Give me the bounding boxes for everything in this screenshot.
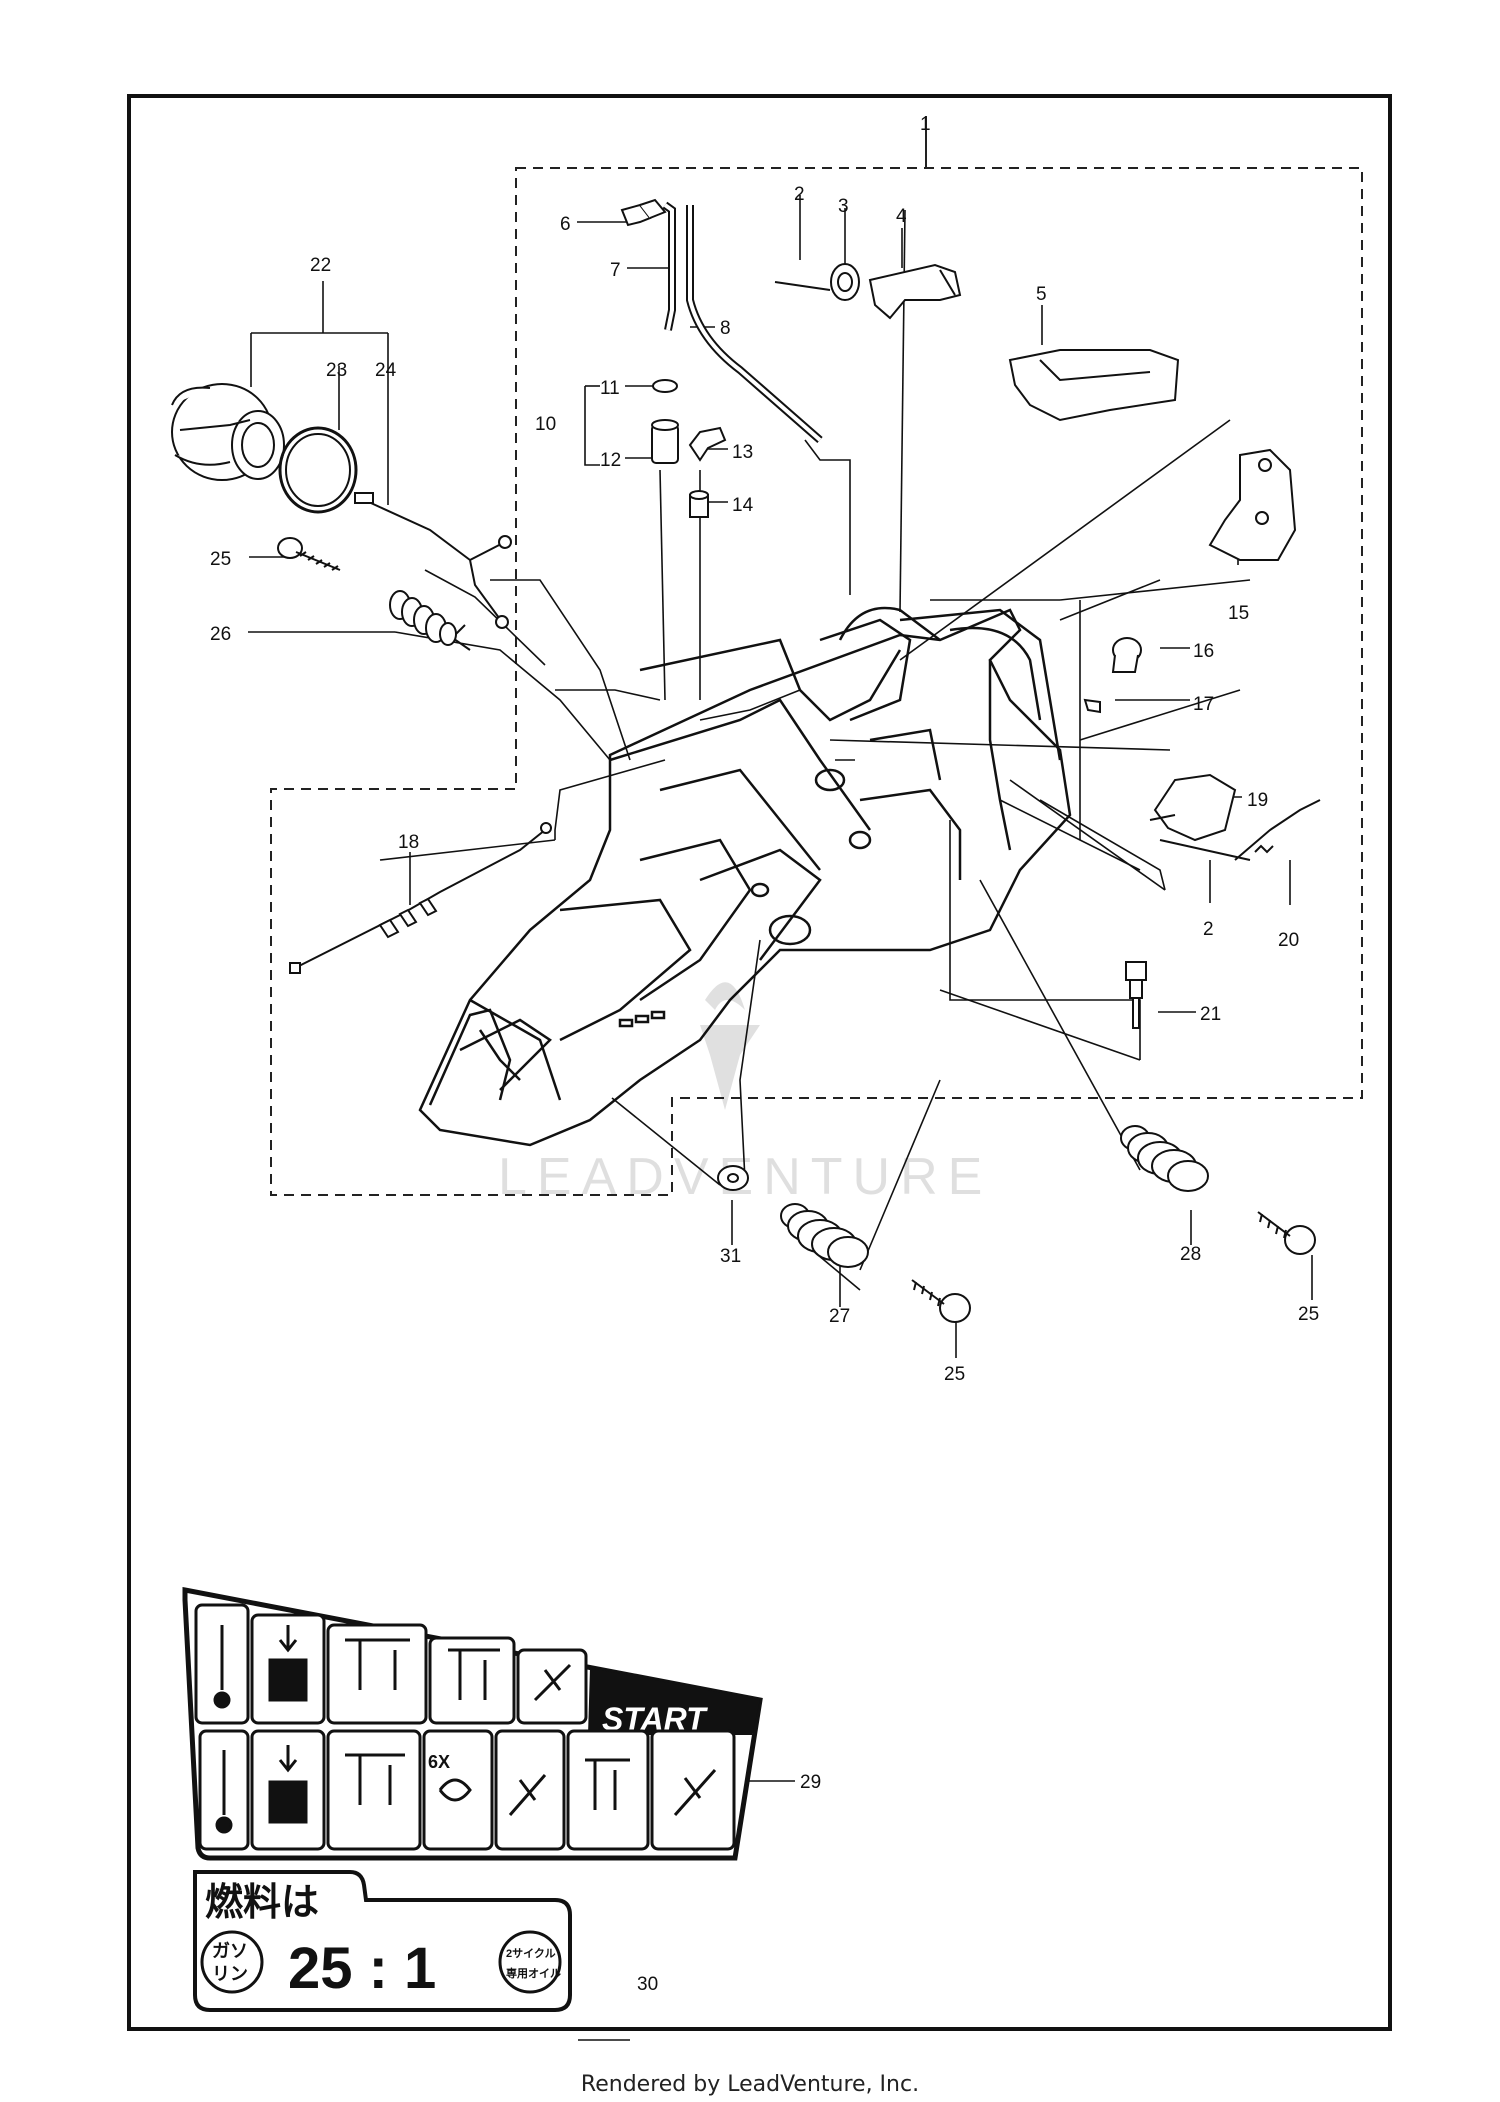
label-29: 29	[800, 1772, 821, 1793]
label-23: 23	[326, 360, 347, 381]
label-27: 27	[829, 1306, 850, 1327]
label-30: 30	[637, 1974, 658, 1995]
label-6: 6	[560, 214, 571, 235]
label-18: 18	[398, 832, 419, 853]
footer-credit: Rendered by LeadVenture, Inc.	[580, 2072, 920, 2097]
av-spring-26	[389, 590, 471, 651]
label-21: 21	[1200, 1004, 1221, 1025]
start-count: 6X	[428, 1752, 450, 1772]
screw-25-right	[1257, 1211, 1316, 1255]
label-24: 24	[375, 360, 397, 381]
assembly-outline	[270, 167, 1363, 1196]
label-26: 26	[210, 624, 231, 645]
label-19: 19	[1247, 790, 1268, 811]
label-14: 14	[732, 495, 754, 516]
label-1: 1	[920, 114, 931, 135]
label-25-right: 25	[1298, 1304, 1319, 1325]
label-7: 7	[610, 260, 621, 281]
screw-25-top	[277, 537, 341, 571]
screw-25-bottom	[911, 1279, 971, 1323]
label-4: 4	[896, 206, 907, 227]
label-13: 13	[732, 442, 753, 463]
part-labels: 1 2 3 4 5 6 7 8 10 11 12 13 14 15 16 17 …	[210, 114, 1319, 1995]
fuel-ratio: 25 : 1	[288, 1936, 436, 2001]
throttle-cable	[289, 822, 552, 974]
label-8: 8	[720, 318, 731, 339]
fuel-left-badge-1: ガソ	[212, 1941, 248, 1961]
label-16: 16	[1193, 641, 1214, 662]
label-12: 12	[600, 450, 621, 471]
av-spring-27	[780, 1203, 869, 1268]
label-17: 17	[1193, 694, 1214, 715]
label-22: 22	[310, 255, 331, 276]
fuel-right-badge-1: 2サイクル	[506, 1947, 556, 1960]
label-3: 3	[838, 196, 849, 217]
label-2-top: 2	[794, 184, 805, 205]
seal-ring	[278, 426, 358, 514]
label-20: 20	[1278, 930, 1299, 951]
label-11: 11	[600, 378, 620, 399]
diagram-frame	[127, 94, 1392, 2031]
label-25-bottom: 25	[944, 1364, 965, 1385]
start-decal: START	[182, 1586, 763, 1861]
fuel-heading: 燃料は	[205, 1882, 319, 1924]
label-25-left: 25	[210, 549, 231, 570]
label-2-bottom: 2	[1203, 919, 1214, 940]
label-28: 28	[1180, 1244, 1201, 1265]
label-15: 15	[1228, 603, 1249, 624]
av-spring-28	[1120, 1125, 1209, 1192]
parts-art	[171, 198, 1321, 1323]
label-31: 31	[720, 1246, 741, 1267]
fuel-left-badge-2: リン	[212, 1964, 248, 1984]
fuel-decal: 燃料は ガソ リン 25 : 1 2サイクル 専用オイル	[193, 1870, 572, 2012]
fuel-cap	[171, 383, 285, 481]
fuel-right-badge-2: 専用オイル	[506, 1966, 561, 1980]
label-5: 5	[1036, 284, 1047, 305]
crankcase-body	[418, 606, 1072, 1147]
label-10: 10	[535, 414, 556, 435]
